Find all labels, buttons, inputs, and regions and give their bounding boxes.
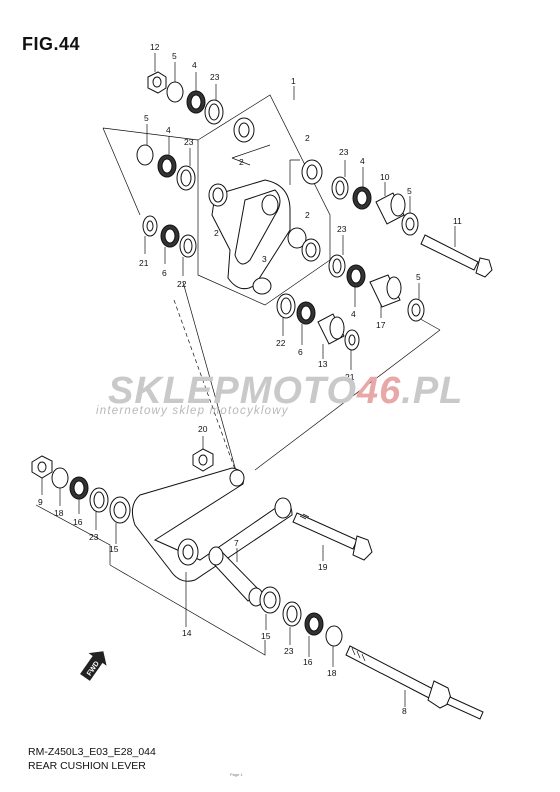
callout-10: 10 bbox=[380, 172, 390, 182]
callout-17: 17 bbox=[376, 320, 386, 330]
watermark-brand: SKLEPMOTO46.PL bbox=[108, 370, 464, 412]
bearing-2b bbox=[301, 159, 323, 185]
callout-23: 23 bbox=[89, 532, 99, 542]
callout-16: 16 bbox=[303, 657, 313, 667]
callout-1: 1 bbox=[291, 76, 296, 86]
callout-5: 5 bbox=[416, 272, 421, 282]
callout-4: 4 bbox=[166, 125, 171, 135]
bearing-2a bbox=[233, 117, 255, 143]
spacer-13 bbox=[317, 313, 345, 345]
callout-2: 2 bbox=[239, 157, 244, 167]
callout-22: 22 bbox=[177, 279, 187, 289]
callout-5: 5 bbox=[172, 51, 177, 61]
cushion-rod-14 bbox=[131, 467, 293, 582]
callout-23: 23 bbox=[210, 72, 220, 82]
callout-15: 15 bbox=[109, 544, 119, 554]
spacer-17 bbox=[369, 274, 402, 308]
bearing-15b bbox=[259, 586, 281, 614]
callout-13: 13 bbox=[318, 359, 328, 369]
callout-4: 4 bbox=[351, 309, 356, 319]
bolt-8 bbox=[345, 645, 484, 720]
callout-3: 3 bbox=[262, 254, 267, 264]
callout-15: 15 bbox=[261, 631, 271, 641]
dust-seal-5-mid bbox=[136, 144, 154, 166]
bearing-15a bbox=[109, 496, 131, 524]
callout-21: 21 bbox=[345, 372, 355, 382]
callout-18: 18 bbox=[327, 668, 337, 678]
page-footnote: Page 1 bbox=[230, 772, 243, 777]
nut-12-top bbox=[147, 71, 167, 94]
figure-title: FIG.44 bbox=[22, 34, 81, 54]
callout-21: 21 bbox=[139, 258, 149, 268]
callout-2: 2 bbox=[305, 133, 310, 143]
model-code: RM-Z450L3_E03_E28_044 bbox=[28, 746, 156, 758]
callout-2: 2 bbox=[214, 228, 219, 238]
spacer-10 bbox=[375, 192, 406, 225]
callout-22: 22 bbox=[276, 338, 286, 348]
callout-23: 23 bbox=[337, 224, 347, 234]
callout-5: 5 bbox=[407, 186, 412, 196]
dust-seal-5-top bbox=[166, 81, 184, 103]
callout-12: 12 bbox=[150, 42, 160, 52]
bolt-11 bbox=[420, 234, 493, 278]
callout-7: 7 bbox=[234, 538, 239, 548]
nut-9 bbox=[31, 455, 53, 479]
callout-23: 23 bbox=[339, 147, 349, 157]
callout-4: 4 bbox=[360, 156, 365, 166]
callout-16: 16 bbox=[73, 517, 83, 527]
figure-name: REAR CUSHION LEVER bbox=[28, 760, 146, 772]
watermark-tagline: internetowy sklep motocyklowy bbox=[96, 405, 289, 417]
fwd-arrow-icon: FWD bbox=[80, 651, 107, 681]
callout-11: 11 bbox=[453, 216, 462, 226]
callout-9: 9 bbox=[38, 497, 43, 507]
callout-14: 14 bbox=[182, 628, 192, 638]
nut-20 bbox=[192, 448, 214, 472]
callout-4: 4 bbox=[192, 60, 197, 70]
cushion-lever-top bbox=[211, 179, 307, 295]
callout-2: 2 bbox=[305, 210, 310, 220]
callout-19: 19 bbox=[318, 562, 328, 572]
callout-6: 6 bbox=[298, 347, 303, 357]
callout-18: 18 bbox=[54, 508, 64, 518]
callout-23: 23 bbox=[284, 646, 294, 656]
callout-20: 20 bbox=[198, 424, 208, 434]
bearing-2c bbox=[208, 183, 228, 207]
callout-5: 5 bbox=[144, 113, 149, 123]
callout-23: 23 bbox=[184, 137, 194, 147]
callout-6: 6 bbox=[162, 268, 167, 278]
callout-8: 8 bbox=[402, 706, 407, 716]
bearing-2d bbox=[301, 238, 321, 262]
spacer-7 bbox=[208, 546, 264, 607]
bolt-19 bbox=[292, 512, 373, 561]
